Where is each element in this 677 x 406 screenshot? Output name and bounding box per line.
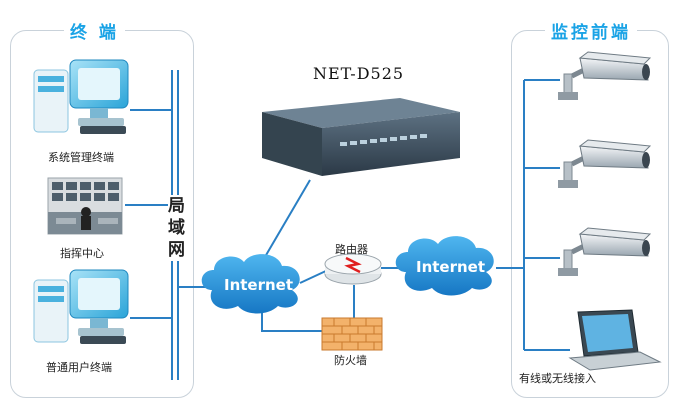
rack-server-icon — [262, 98, 460, 176]
lan-label: 局域网 — [168, 195, 185, 261]
camera-icon — [558, 51, 652, 100]
camera-icon — [558, 139, 652, 188]
monitoring-panel-title: 监控前端 — [545, 18, 637, 43]
camera-icon — [558, 227, 652, 276]
command-center-photo — [47, 177, 123, 235]
router-label: 路由器 — [335, 243, 368, 256]
laptop-icon — [568, 309, 662, 371]
server-model-label: NET-D525 — [313, 64, 405, 83]
firewall-label: 防火墙 — [334, 354, 367, 367]
internet-cloud-icon — [395, 236, 494, 296]
computer-icon — [33, 269, 129, 344]
router-icon — [324, 253, 382, 285]
laptop-label: 有线或无线接入 — [519, 372, 596, 385]
cloud-left-label: Internet — [224, 276, 294, 294]
terminal-label-user: 普通用户终端 — [46, 361, 112, 374]
internet-cloud-icon — [201, 254, 300, 314]
cloud-right-label: Internet — [416, 258, 486, 276]
terminal-panel-title: 终 端 — [64, 18, 125, 43]
terminal-label-command-center: 指挥中心 — [60, 247, 104, 260]
terminal-label-admin: 系统管理终端 — [48, 151, 114, 164]
computer-icon — [33, 59, 129, 134]
firewall-icon — [321, 317, 383, 351]
